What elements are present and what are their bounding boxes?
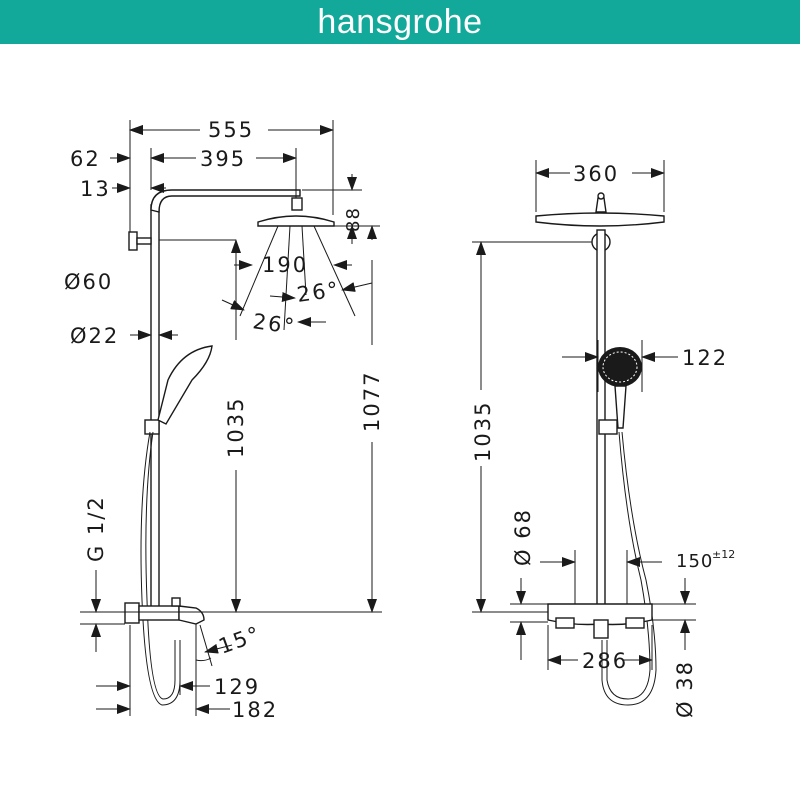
dim-spout-129: 129 (214, 675, 260, 699)
riser-pipe-front (596, 229, 606, 609)
thermostat-body (124, 602, 140, 624)
dim-thread: G 1/2 (84, 495, 108, 562)
hand-shower-handle (614, 385, 627, 429)
dim-head-190: 190 (262, 253, 308, 277)
brand-header: hansgrohe (0, 0, 800, 44)
overhead-shower-front (535, 212, 665, 227)
dim-head-height: 88 (343, 207, 364, 232)
dim-offset-62: 62 (70, 147, 101, 171)
front-view: 360 122 1035 Ø 68 150 ±12 286 Ø 38 (471, 160, 735, 718)
technical-drawing: 555 62 395 13 88 190 26° 26° Ø60 Ø22 103… (64, 118, 735, 722)
riser-pipe (150, 204, 160, 611)
head-connector (291, 197, 303, 211)
dim-height-1035-front: 1035 (471, 401, 495, 462)
dim-head-width: 360 (573, 162, 619, 186)
dim-diam-60: Ø60 (64, 270, 113, 294)
dim-diam-22: Ø22 (70, 324, 119, 348)
hand-holder-front (598, 419, 618, 435)
dim-dist-150-tolerance: ±12 (712, 548, 735, 561)
brand-logo: hansgrohe (317, 3, 483, 41)
dim-overall-width: 555 (208, 118, 254, 142)
dim-gap-13: 13 (80, 177, 111, 201)
hand-shower (157, 345, 213, 425)
hose (140, 431, 181, 706)
bracket-arm (136, 237, 152, 245)
shower-arm (150, 189, 301, 213)
hand-shower-front (598, 347, 642, 387)
side-view: 555 62 395 13 88 190 26° 26° Ø60 Ø22 103… (64, 118, 384, 722)
overhead-shower (257, 215, 335, 227)
dim-angle-spout: 15° (216, 621, 265, 658)
thermostat-bar (138, 605, 180, 621)
bath-spout (178, 605, 205, 625)
hand-shower-holder (144, 419, 160, 435)
dim-hand-width: 122 (682, 346, 728, 370)
hose-front (601, 431, 657, 706)
dim-angle-b: 26° (251, 309, 297, 339)
dim-height-1035: 1035 (224, 397, 248, 458)
wall-bracket (128, 231, 138, 251)
dim-width-286: 286 (582, 649, 628, 673)
dim-angle-a: 26° (295, 277, 341, 307)
dim-diam-38: Ø 38 (673, 660, 697, 718)
dim-diam-68: Ø 68 (511, 508, 535, 566)
dim-spout-182: 182 (232, 698, 278, 722)
dim-height-1077: 1077 (360, 371, 384, 432)
dim-dist-150: 150 (676, 551, 713, 572)
dim-arm-395: 395 (200, 147, 246, 171)
